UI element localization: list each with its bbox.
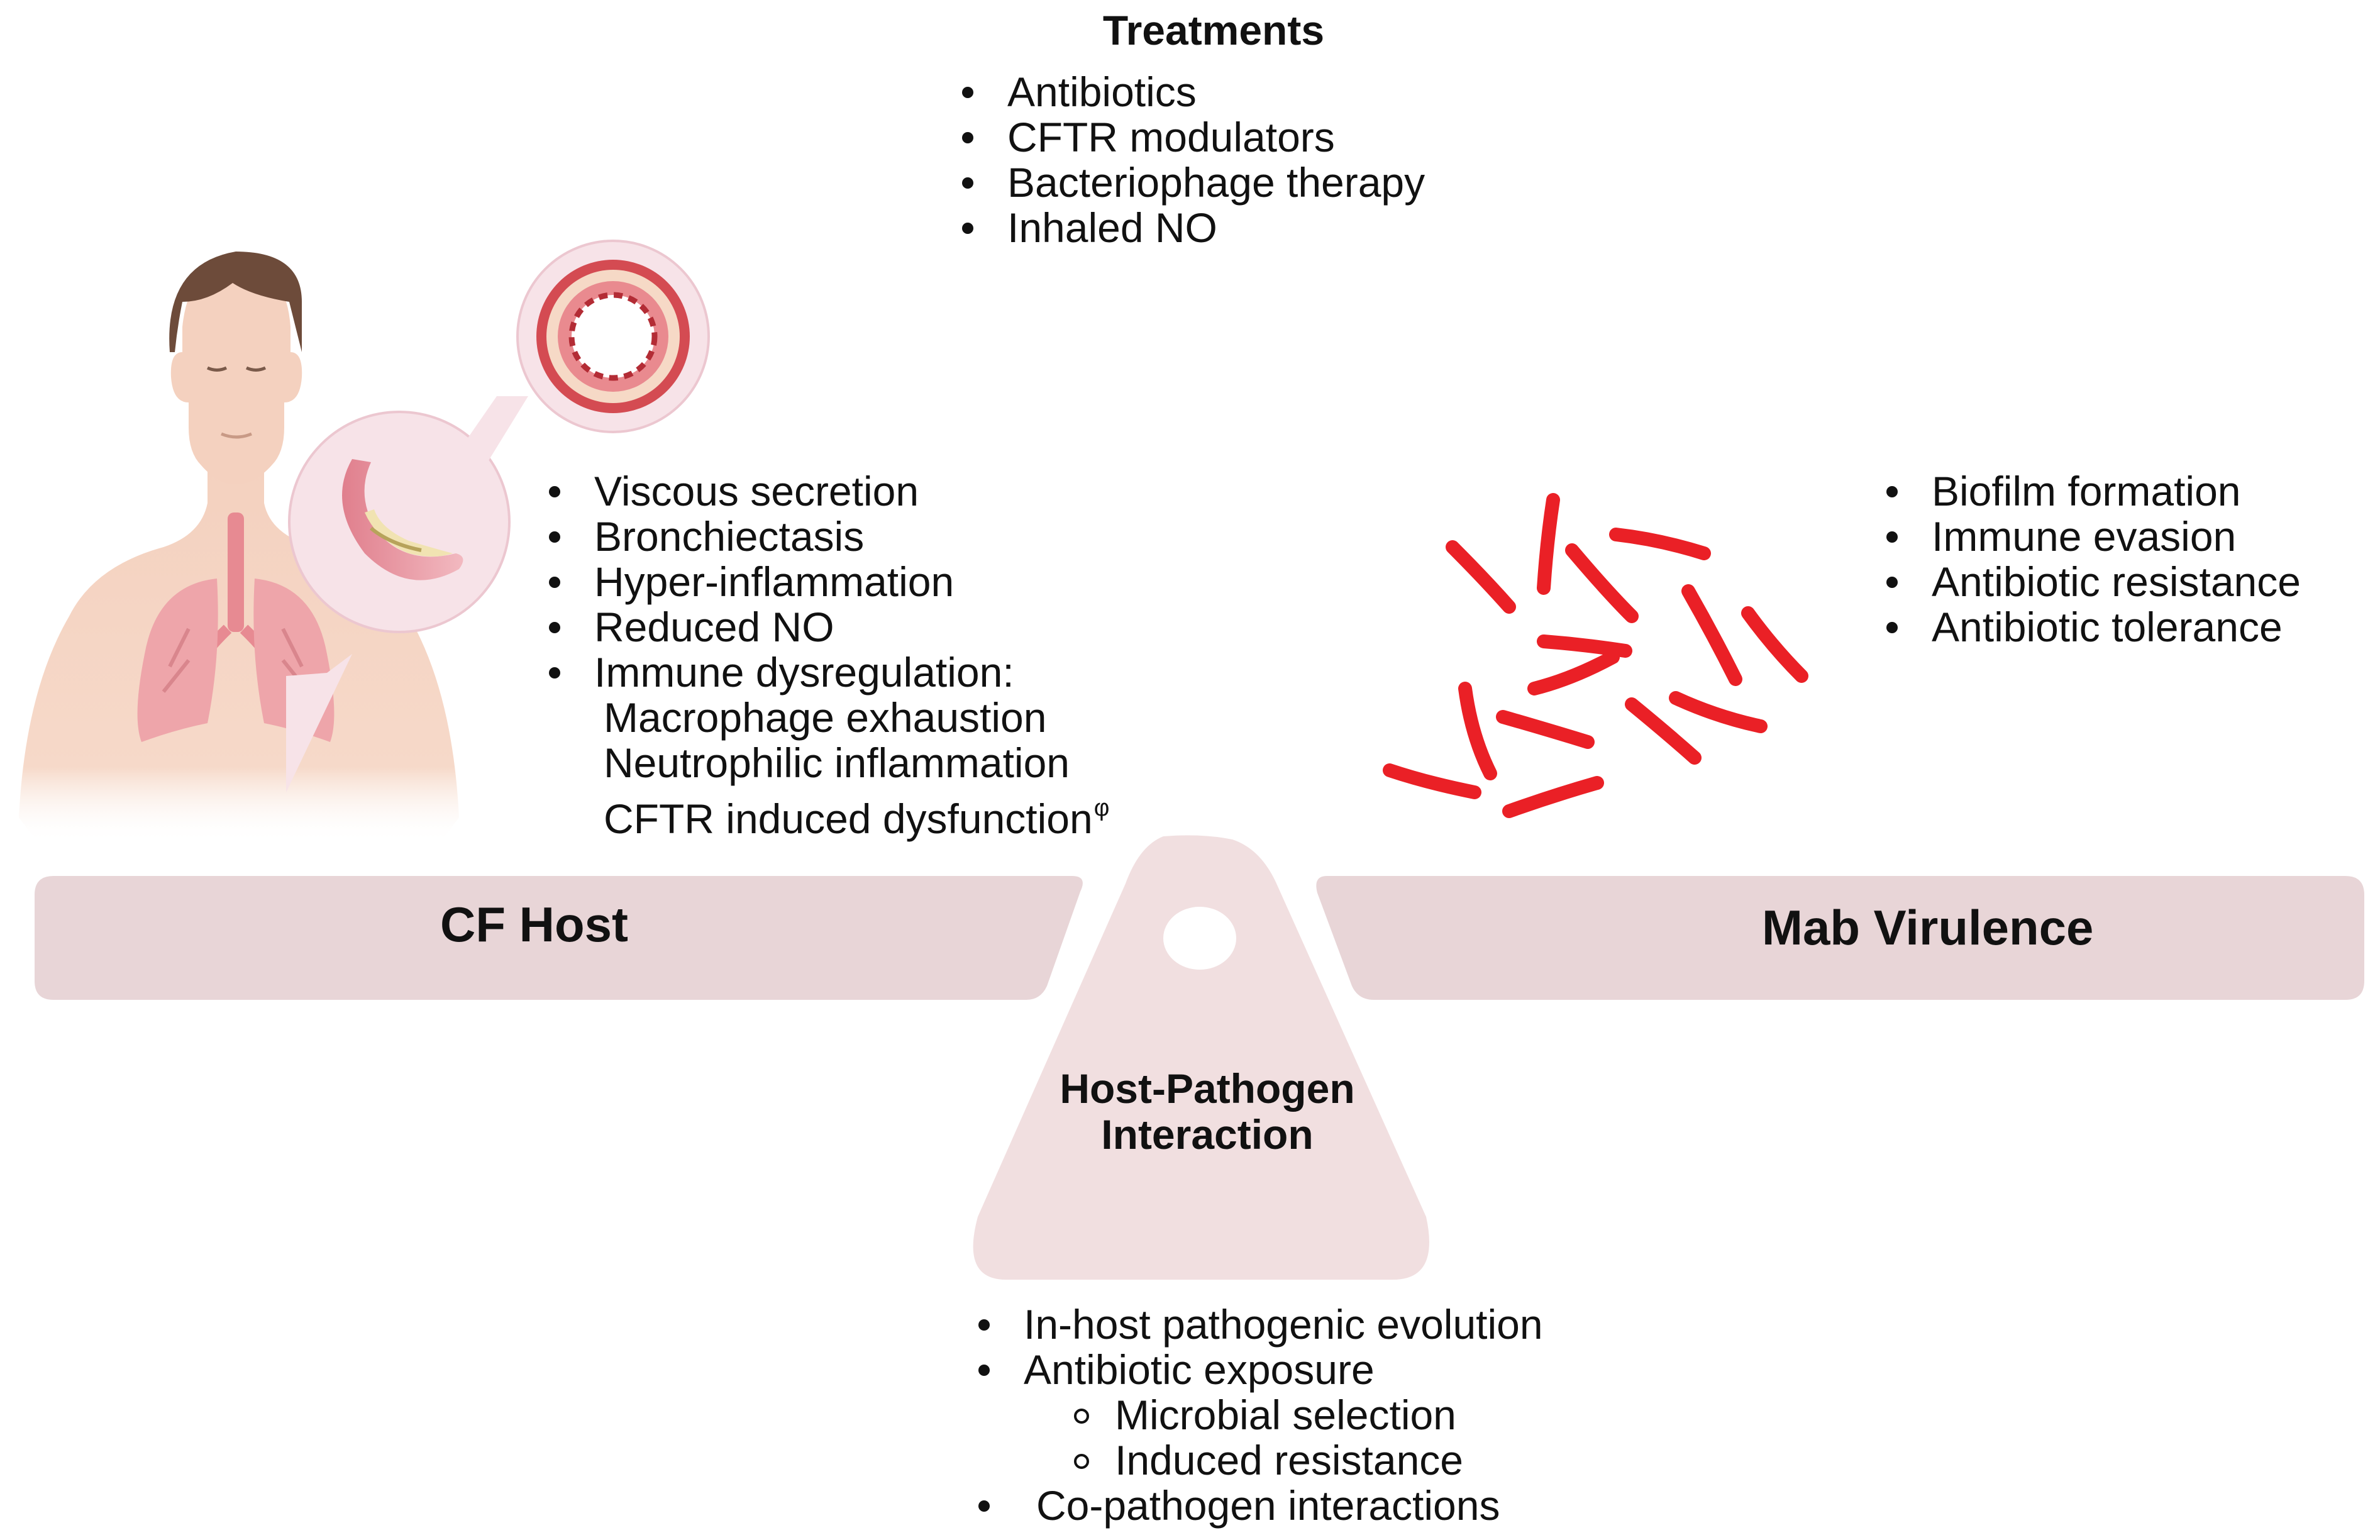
list-item: Immune evasion	[1881, 514, 2301, 559]
interaction-label: Host-Pathogen Interaction	[1006, 1066, 1409, 1157]
list-item: Hyper-inflammation	[544, 559, 1109, 604]
fulcrum-hole	[1163, 907, 1236, 970]
bacteria-cluster	[1383, 493, 1808, 818]
human-figure	[19, 252, 459, 843]
pathogen-beam-label: Mab Virulence	[1762, 900, 2094, 955]
list-item: Inhaled NO	[957, 205, 1425, 250]
list-item: Reduced NO	[544, 604, 1109, 650]
list-item: Induced resistance	[973, 1438, 1543, 1483]
treatments-section: Treatments	[943, 8, 1509, 53]
list-item: Antibiotic tolerance	[1881, 604, 2301, 650]
list-item: Viscous secretion	[544, 468, 1109, 514]
list-item: Macrophage exhaustion	[604, 694, 1047, 741]
list-item: CFTR induced dysfunctionφ	[544, 785, 1109, 841]
treatments-list: Antibiotics CFTR modulators Bacteriophag…	[957, 69, 1425, 250]
footnote-symbol: φ	[1093, 795, 1110, 821]
list-item: Immune dysregulation:	[544, 650, 1109, 695]
airway-cross-section-callout	[440, 240, 710, 478]
list-item: In-host pathogenic evolution	[973, 1302, 1543, 1347]
list-item: Neutrophilic inflammation	[604, 740, 1070, 786]
list-item: Antibiotic exposure	[973, 1347, 1543, 1392]
list-item: Co-pathogen interactions	[973, 1483, 1543, 1528]
list-item: Bronchiectasis	[544, 514, 1109, 559]
list-item: Antibiotics	[957, 69, 1425, 114]
list-item: CFTR modulators	[957, 114, 1425, 160]
treatments-title: Treatments	[1102, 7, 1325, 53]
host-beam	[35, 876, 1083, 1000]
pathogen-characteristics-list: Biofilm formation Immune evasion Antibio…	[1881, 468, 2301, 650]
interaction-list: In-host pathogenic evolution Antibiotic …	[973, 1302, 1543, 1528]
list-item: Biofilm formation	[1881, 468, 2301, 514]
list-item: Microbial selection	[973, 1392, 1543, 1438]
host-beam-label: CF Host	[440, 897, 628, 952]
fulcrum-triangle	[973, 835, 1429, 1280]
pathogen-beam	[1316, 876, 2364, 1000]
list-item: Antibiotic resistance	[1881, 559, 2301, 604]
list-item: Bacteriophage therapy	[957, 160, 1425, 205]
interaction-label-line1: Host-Pathogen	[1060, 1065, 1355, 1112]
list-item-text: CFTR induced dysfunction	[604, 795, 1093, 842]
host-characteristics-list: Viscous secretion Bronchiectasis Hyper-i…	[544, 468, 1109, 841]
interaction-label-line2: Interaction	[1101, 1111, 1314, 1158]
